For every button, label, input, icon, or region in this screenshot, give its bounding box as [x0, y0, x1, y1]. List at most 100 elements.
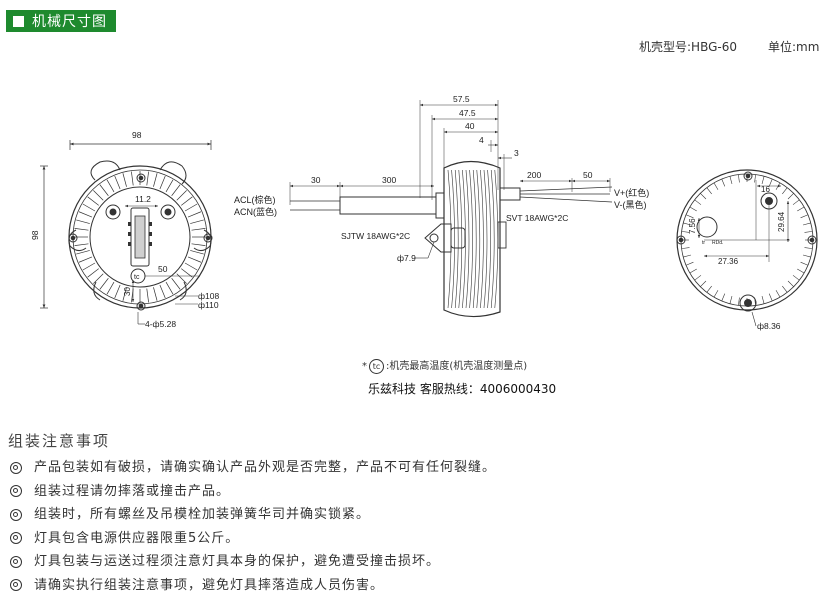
- fin-line: [800, 214, 809, 219]
- fin-line: [729, 176, 733, 185]
- dim-29-64: 29.64: [777, 211, 786, 232]
- dim-11-2: 11.2: [135, 194, 151, 204]
- fin-line: [153, 287, 158, 301]
- list-item: 灯具包含电源供应器限重5公斤。: [10, 527, 496, 551]
- fin-line: [792, 199, 800, 205]
- fin-line: [804, 231, 813, 233]
- fin-line: [689, 206, 697, 212]
- phi-108: ф108: [198, 291, 219, 301]
- fin-line: [802, 254, 811, 258]
- circle-bullet-icon: [10, 579, 22, 592]
- fin-line: [99, 184, 109, 196]
- fin-line: [131, 171, 134, 186]
- fin-line: [761, 295, 765, 304]
- output-cable-spec: SVT 18AWG*2C: [506, 213, 568, 223]
- phi-8-36: ф8.36: [757, 321, 781, 331]
- fin-line: [721, 178, 726, 187]
- circle-bullet-icon: [10, 532, 22, 545]
- side-fin-line: [454, 169, 459, 309]
- side-fin-line: [469, 169, 473, 309]
- dim-57-5: 57.5: [453, 94, 470, 104]
- fin-line: [165, 179, 174, 193]
- dim-50-wire: 50: [583, 170, 593, 180]
- fin-line: [787, 193, 794, 200]
- phi-110: ф110: [198, 300, 219, 310]
- dim-30: 30: [123, 287, 132, 296]
- fin-line: [797, 268, 805, 274]
- dim-200-wire: 200: [527, 170, 541, 180]
- left-width-dim: 98: [132, 130, 142, 140]
- side-fin-line: [490, 169, 495, 309]
- fin-line: [700, 280, 707, 287]
- fin-line: [165, 281, 174, 295]
- front-view: [40, 140, 213, 325]
- service-hotline: 乐兹科技 客服热线：4006000430: [368, 382, 557, 396]
- fin-line: [93, 273, 104, 284]
- fin-line: [171, 184, 181, 196]
- fin-line: [738, 174, 740, 183]
- dim-4: 4: [479, 135, 484, 145]
- side-fin-line: [476, 169, 481, 309]
- fin-line: [82, 262, 96, 271]
- fin-line: [187, 256, 202, 263]
- fin-line: [106, 179, 115, 193]
- fin-line: [775, 290, 781, 298]
- list-item: 组装时，所有螺丝及吊模栓加装弹簧华司并确实锁紧。: [10, 503, 496, 527]
- fin-line: [187, 211, 202, 218]
- fin-line: [99, 278, 109, 290]
- list-item: 产品包装如有破损，请确实确认产品外观是否完整，产品不可有任何裂缝。: [10, 456, 496, 480]
- fin-line: [191, 228, 206, 231]
- fin-line: [74, 243, 89, 246]
- fin-line: [82, 203, 96, 212]
- fin-line: [700, 193, 707, 200]
- input-cable-spec: SJTW 18AWG*2C: [341, 231, 410, 241]
- temperature-note: *tc:机壳最高温度(机壳温度测量点): [362, 357, 527, 374]
- fin-line: [190, 250, 204, 255]
- fin-line: [754, 174, 756, 183]
- dim-30-wire: 30: [311, 175, 321, 185]
- note-star: *: [362, 361, 367, 372]
- fin-line: [78, 256, 93, 263]
- list-item: 请确实执行组装注意事项，避免灯具摔落造成人员伤害。: [10, 574, 496, 598]
- fin-line: [87, 196, 99, 206]
- fin-line: [122, 173, 127, 187]
- left-height-dim: 98: [30, 230, 40, 240]
- fin-line: [106, 281, 115, 295]
- dim-300-wire: 300: [382, 175, 396, 185]
- fin-line: [738, 297, 740, 306]
- circle-bullet-icon: [10, 461, 22, 474]
- fin-line: [689, 268, 697, 274]
- side-view: [289, 100, 613, 318]
- fin-line: [171, 278, 181, 290]
- fin-line: [761, 176, 765, 185]
- fin-line: [114, 284, 121, 299]
- fin-line: [729, 295, 733, 304]
- fin-line: [159, 175, 166, 190]
- fin-line: [176, 190, 187, 201]
- fin-line: [146, 171, 149, 186]
- square-icon: [13, 15, 24, 27]
- fin-line: [153, 173, 158, 187]
- section-title: 机械尺寸图: [32, 14, 107, 30]
- fin-line: [184, 262, 198, 271]
- fin-line: [782, 285, 788, 293]
- dim-7-56: 7.56: [688, 218, 697, 234]
- acn-label: ACN(蓝色): [234, 206, 277, 217]
- side-fin-line: [494, 169, 499, 309]
- fin-line: [787, 280, 794, 287]
- fin-line: [802, 222, 811, 226]
- fin-line: [800, 261, 809, 266]
- fin-line: [683, 222, 692, 226]
- tr-label: tr: [702, 240, 705, 246]
- side-fin-line: [487, 169, 491, 309]
- dim-40: 40: [465, 121, 475, 131]
- dim-47-5: 47.5: [459, 108, 476, 118]
- fin-line: [768, 293, 773, 302]
- circle-bullet-icon: [10, 485, 22, 498]
- mechanical-drawing: 98 98 11.2 50 30 tc ф108 ф110 4-ф5.28: [30, 94, 818, 331]
- rdd-label: RDd.: [712, 240, 723, 246]
- side-fin-line: [480, 169, 484, 309]
- list-item: 灯具包装与运送过程须注意灯具本身的保护，避免遭受撞击损坏。: [10, 550, 496, 574]
- assembly-list: 产品包装如有破损，请确实确认产品外观是否完整，产品不可有任何裂缝。 组装过程请勿…: [10, 456, 496, 597]
- fin-line: [181, 196, 193, 206]
